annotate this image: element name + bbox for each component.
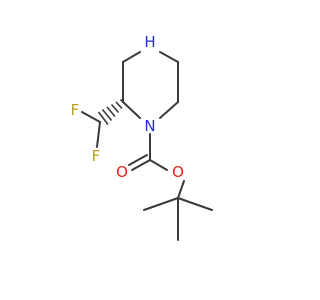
bond-tbu-c3: [177, 197, 213, 211]
bond-ester-o-tbu: [177, 180, 185, 199]
hashed-wedge-bond: [97, 98, 127, 125]
bond-carbonyl-ester-o: [149, 159, 168, 171]
bond-ring-n1-c6: [159, 101, 179, 119]
molecule-diagram: H N N F F O O: [71, 33, 213, 241]
atom-label-o-ester: O: [172, 163, 184, 181]
atom-label-nh-h: H: [144, 33, 155, 51]
bond-carbonyl-double-a: [131, 159, 151, 171]
bond-carbonyl-double-b: [128, 154, 148, 166]
atom-label-f-lower: F: [92, 147, 101, 165]
atom-label-n-boc: N: [144, 117, 155, 135]
atom-label-o-carbonyl: O: [116, 163, 128, 181]
atom-label-f-upper: F: [71, 101, 80, 119]
bond-c-f-upper: [81, 111, 101, 123]
bond-ring-n4-c3: [122, 51, 141, 63]
bond-tbu-c2: [143, 197, 179, 211]
bond-ring-c5-n4: [159, 51, 179, 63]
bond-c-f-lower: [96, 121, 101, 148]
bond-ring-c2-n1: [122, 101, 141, 119]
